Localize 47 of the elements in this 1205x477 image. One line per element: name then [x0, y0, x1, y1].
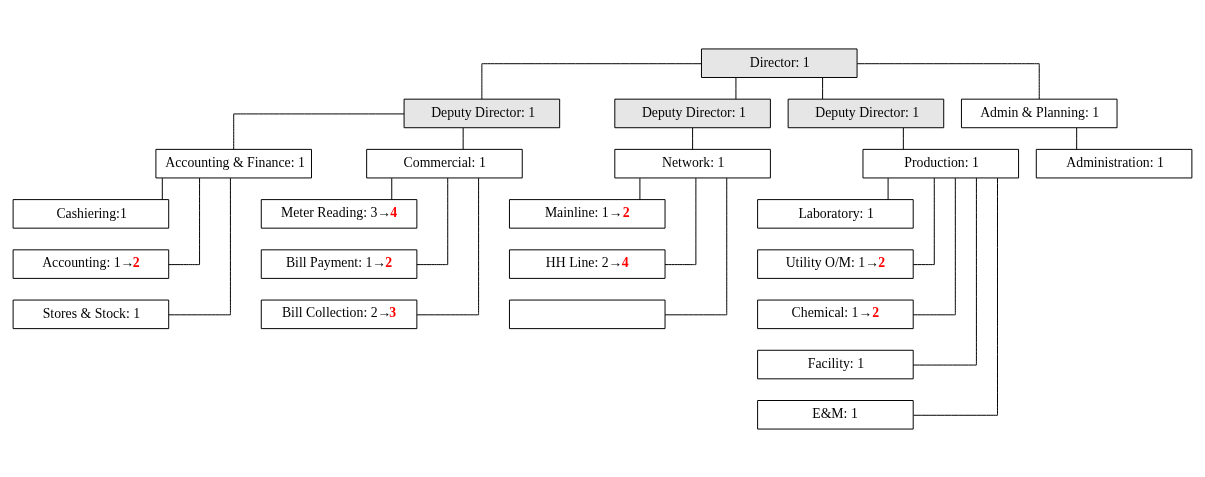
node-box: Stores & Stock: 1	[12, 299, 170, 329]
node-box: Facility: 1	[757, 349, 914, 379]
connector	[912, 177, 977, 366]
node-box: Director: 1	[701, 47, 858, 78]
node-box: Utility O/M: 1→2	[757, 248, 914, 279]
connector	[912, 177, 956, 315]
connector	[735, 76, 737, 100]
node-box: Cashiering:1	[12, 198, 170, 229]
connector	[168, 177, 201, 265]
node-box: Chemical: 1→2	[757, 299, 914, 329]
connector	[664, 177, 728, 315]
node-box: Bill Payment: 1→2	[260, 248, 418, 279]
connector	[416, 177, 449, 265]
node-box: Accounting & Finance: 1	[155, 148, 312, 178]
node-box: Deputy Director: 1	[614, 98, 771, 128]
node-box	[508, 299, 666, 329]
connector	[391, 177, 393, 200]
connector	[168, 177, 231, 315]
connector	[692, 127, 694, 150]
node-box: Commercial: 1	[366, 148, 523, 178]
connector	[902, 127, 904, 150]
connector	[639, 177, 641, 200]
node-box: Network: 1	[614, 148, 771, 178]
connector	[1076, 127, 1078, 150]
node-box: HH Line: 2→4	[508, 248, 666, 279]
node-box: Administration: 1	[1035, 148, 1193, 178]
connector	[887, 177, 889, 200]
node-box: Bill Collection: 2→3	[260, 299, 418, 329]
connector	[913, 177, 998, 416]
node-box: Meter Reading: 3→4	[260, 198, 418, 229]
node-box: Mainline: 1→2	[508, 198, 666, 229]
connector	[481, 62, 702, 100]
node-box: Production: 1	[862, 148, 1020, 178]
connector	[856, 62, 1040, 100]
node-box: Admin & Planning: 1	[960, 98, 1118, 128]
node-box: Deputy Director: 1	[787, 98, 945, 128]
connector	[822, 76, 824, 100]
connector	[416, 177, 480, 315]
connector	[233, 112, 405, 150]
connector	[664, 177, 697, 265]
node-box: E&M: 1	[757, 399, 914, 430]
node-box: Accounting: 1→2	[12, 248, 170, 279]
connector	[462, 127, 464, 150]
node-box: Laboratory: 1	[757, 198, 914, 229]
node-box: Deputy Director: 1	[403, 98, 561, 128]
connector	[912, 177, 935, 265]
connector	[161, 177, 163, 200]
